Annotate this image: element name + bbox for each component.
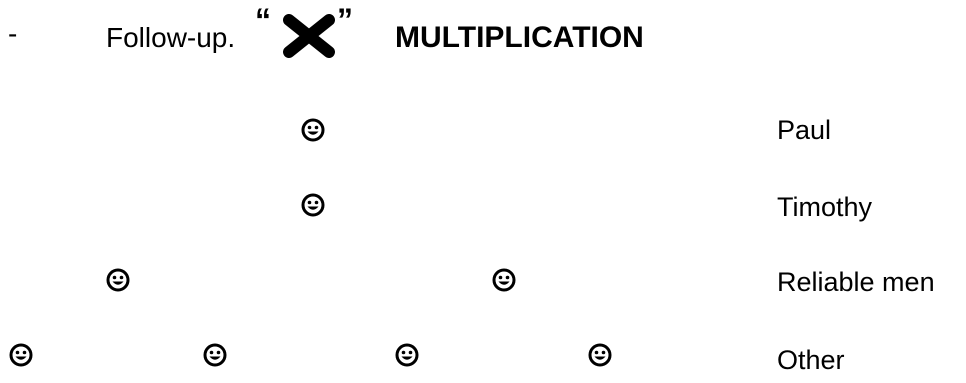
smiley-face-icon	[301, 118, 325, 142]
level-label-reliable-men: Reliable men	[777, 267, 935, 297]
smiley-face-icon	[203, 343, 227, 367]
heavy-x-icon	[283, 14, 335, 58]
followup-text: Follow-up.	[106, 22, 236, 53]
smiley-face-icon	[9, 343, 33, 367]
level-label-other: Other	[777, 345, 845, 375]
bullet-dash: -	[8, 18, 18, 49]
smiley-face-icon	[492, 268, 516, 292]
smiley-face-icon	[395, 343, 419, 367]
smiley-face-icon	[106, 268, 130, 292]
level-label-paul: Paul	[777, 115, 832, 145]
close-quote: ”	[337, 2, 353, 38]
smiley-face-icon	[588, 343, 612, 367]
page-title: MULTIPLICATION	[395, 21, 644, 54]
open-quote: “	[255, 2, 271, 38]
level-label-timothy: Timothy	[777, 192, 873, 222]
smiley-face-icon	[301, 193, 325, 217]
